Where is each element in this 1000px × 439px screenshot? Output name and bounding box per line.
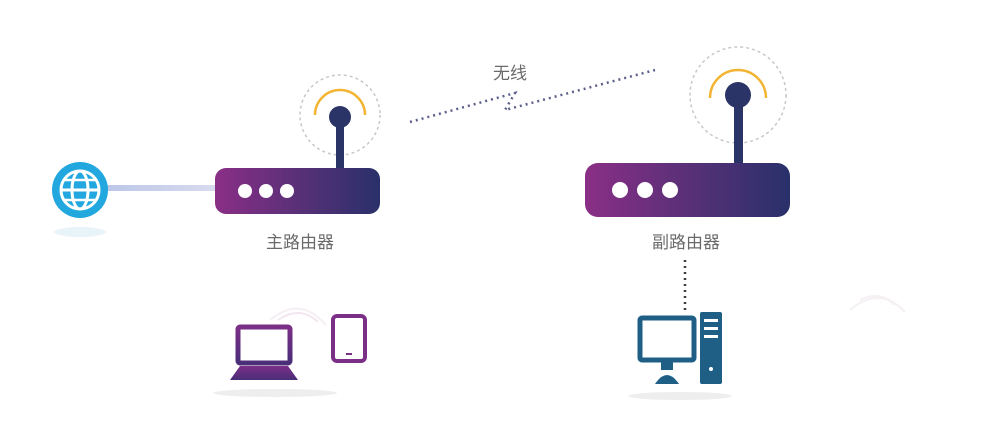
secondary-router-label: 副路由器 (652, 233, 720, 253)
main-router (215, 74, 381, 214)
globe-icon (52, 162, 108, 237)
laptop-icon (213, 307, 337, 397)
router-body (215, 168, 380, 214)
wired-link (92, 185, 222, 191)
antenna (336, 118, 344, 173)
wireless-label: 无线 (493, 64, 527, 84)
main-router-label: 主路由器 (266, 233, 334, 253)
tablet-icon (331, 314, 367, 363)
signal-arc (708, 68, 768, 99)
wireless-link (409, 68, 656, 124)
router-body (585, 163, 790, 217)
secondary-router (585, 46, 790, 217)
signal-arc (313, 88, 367, 116)
signal-range-ring (689, 46, 787, 144)
desktop-computer-icon (628, 312, 732, 400)
antenna (734, 100, 743, 168)
decorative-marks (849, 295, 906, 313)
